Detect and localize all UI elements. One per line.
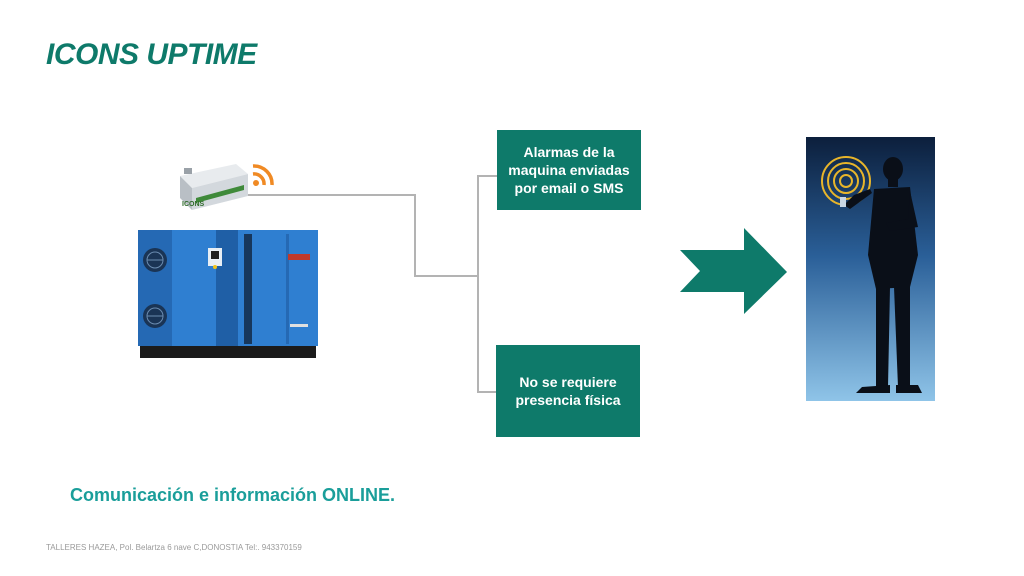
wifi-signal-icon [252,164,274,186]
slide-title: ICONS UPTIME [46,38,257,71]
presence-box: No se requiere presencia física [496,345,640,437]
compressor-image [138,230,318,358]
slide-footer: TALLERES HAZEA, Pol. Belartza 6 nave C,D… [46,543,302,552]
modem-label: ICONS [182,201,205,208]
alarms-box-text: Alarmas de la maquina enviadas por email… [508,144,630,196]
presence-box-text: No se requiere presencia física [515,374,621,408]
alarms-box: Alarmas de la maquina enviadas por email… [497,130,641,210]
right-arrow-icon [680,228,787,314]
slide-subtitle: Comunicación e información ONLINE. [70,485,396,505]
person-with-phone-image [806,137,935,401]
icons-modem-image: ICONS [180,164,248,210]
